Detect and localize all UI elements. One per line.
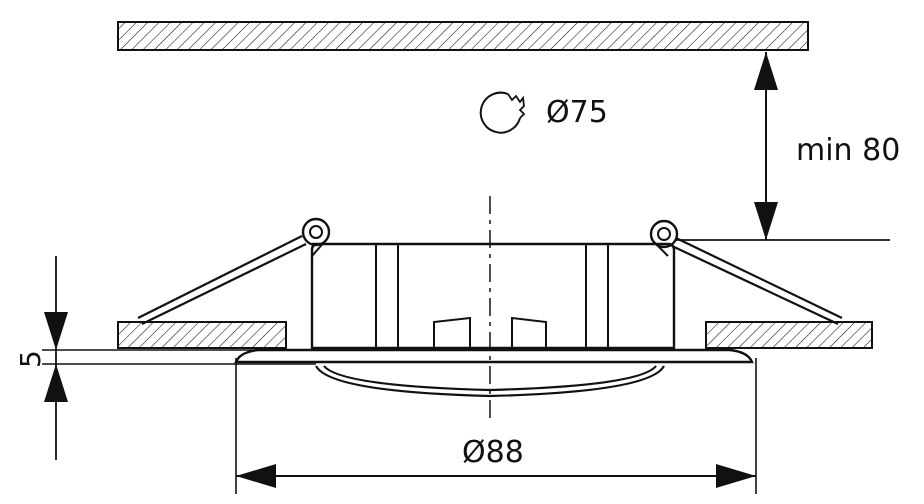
- arrowhead-down: [754, 202, 778, 240]
- arrowhead-right: [716, 464, 756, 488]
- flange-height-dimension: [42, 256, 316, 460]
- flange-height-label: 5: [14, 350, 47, 368]
- outer-diameter-label: Ø88: [462, 435, 524, 470]
- spring-clip-right: [649, 219, 843, 325]
- flange-ring: [234, 348, 754, 364]
- body-slot-right: [585, 243, 609, 349]
- contact-tab-left: [433, 316, 471, 348]
- arrowhead-down: [44, 312, 68, 350]
- contact-tab-right: [511, 316, 547, 348]
- ceiling-panel-left: [117, 321, 287, 349]
- upper-ceiling-slab: [117, 21, 809, 51]
- cutout-diameter-label: Ø75: [546, 95, 608, 130]
- arrowhead-up: [754, 52, 778, 90]
- fixture-body: [310, 242, 676, 350]
- body-slot-left: [375, 243, 399, 349]
- hole-saw-icon: [479, 91, 526, 134]
- ceiling-panel-right: [705, 321, 873, 349]
- lens-dome: [315, 365, 665, 398]
- spring-clip-left: [137, 217, 331, 325]
- min-depth-label: min 80: [796, 133, 900, 168]
- arrowhead-up: [44, 364, 68, 402]
- outer-diameter-dimension: [235, 358, 757, 494]
- arrowhead-left: [236, 464, 276, 488]
- min-depth-dimension: [676, 52, 890, 241]
